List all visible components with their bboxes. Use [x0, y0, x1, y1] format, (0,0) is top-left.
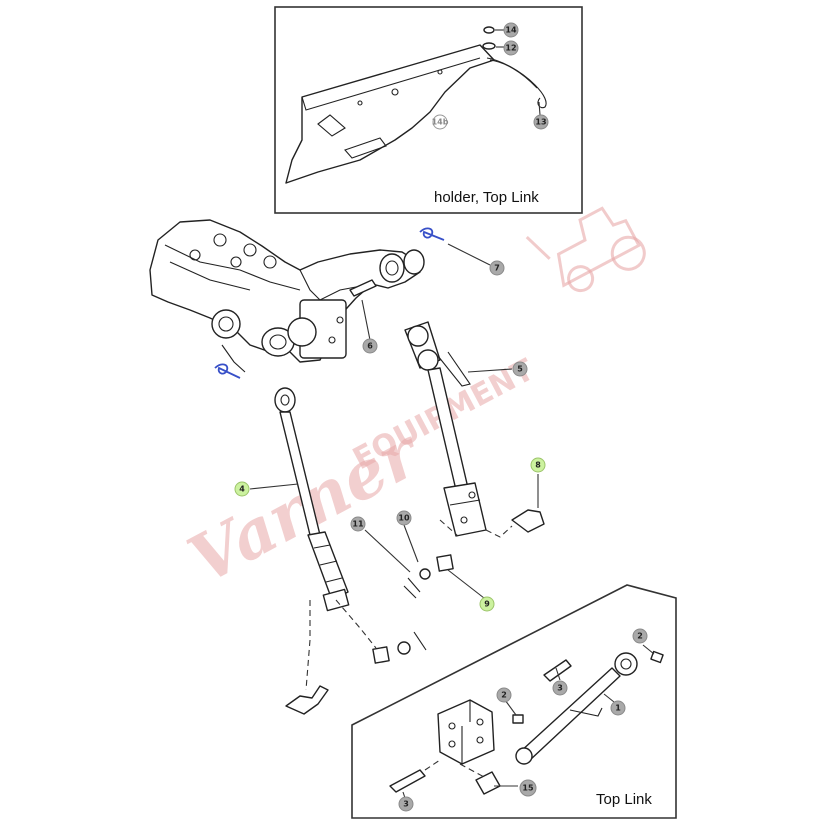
- callout-1[interactable]: 1: [610, 700, 626, 716]
- callout-6[interactable]: 6: [362, 338, 378, 354]
- inset-holder-top-link: holder, Top Link: [274, 6, 583, 214]
- inset-bottom-caption: Top Link: [596, 791, 652, 808]
- svg-text:3: 3: [557, 684, 563, 693]
- svg-text:15: 15: [522, 784, 534, 793]
- callout-7[interactable]: 7: [489, 260, 505, 276]
- inset-top-caption: holder, Top Link: [434, 189, 539, 206]
- lift-link-right: [404, 321, 487, 537]
- svg-text:2: 2: [501, 691, 507, 700]
- callouts: 14 12 13 14b 7 6 5 4 8 11 10 9 2 3 1 2 3…: [234, 22, 648, 812]
- svg-text:13: 13: [535, 118, 546, 127]
- svg-text:2: 2: [637, 632, 643, 641]
- callout-11[interactable]: 11: [350, 516, 366, 532]
- callout-13[interactable]: 13: [533, 114, 549, 130]
- svg-text:10: 10: [398, 514, 410, 523]
- callout-12[interactable]: 12: [503, 40, 519, 56]
- callout-3-left[interactable]: 3: [398, 796, 414, 812]
- callout-8[interactable]: 8: [530, 457, 546, 473]
- holder-plate: [285, 44, 495, 184]
- callout-14b[interactable]: 14b: [432, 114, 449, 130]
- clip-upper: [419, 227, 445, 241]
- callout-5[interactable]: 5: [512, 361, 528, 377]
- callout-14[interactable]: 14: [503, 22, 519, 38]
- svg-text:1: 1: [615, 704, 621, 713]
- svg-text:12: 12: [505, 44, 516, 53]
- callout-4[interactable]: 4: [234, 481, 250, 497]
- callout-3-right[interactable]: 3: [552, 680, 568, 696]
- svg-text:8: 8: [535, 461, 541, 470]
- callout-9[interactable]: 9: [479, 596, 495, 612]
- callout-2-right[interactable]: 2: [632, 628, 648, 644]
- clip-lower: [214, 363, 241, 379]
- callout-15[interactable]: 15: [519, 779, 537, 797]
- callout-2-left[interactable]: 2: [496, 687, 512, 703]
- svg-text:14b: 14b: [432, 118, 449, 127]
- lift-link-left: [274, 387, 350, 612]
- inset-top-link: Top Link: [351, 584, 677, 819]
- svg-text:11: 11: [352, 520, 364, 529]
- svg-text:7: 7: [494, 264, 500, 273]
- svg-text:4: 4: [239, 485, 245, 494]
- pin-8: [511, 509, 545, 533]
- svg-text:9: 9: [484, 600, 490, 609]
- svg-text:14: 14: [505, 26, 517, 35]
- svg-text:3: 3: [403, 800, 409, 809]
- svg-text:6: 6: [367, 342, 373, 351]
- main-assembly: [149, 219, 545, 715]
- callout-10[interactable]: 10: [396, 510, 412, 526]
- tractor-logo: [525, 206, 646, 293]
- svg-text:5: 5: [517, 365, 523, 374]
